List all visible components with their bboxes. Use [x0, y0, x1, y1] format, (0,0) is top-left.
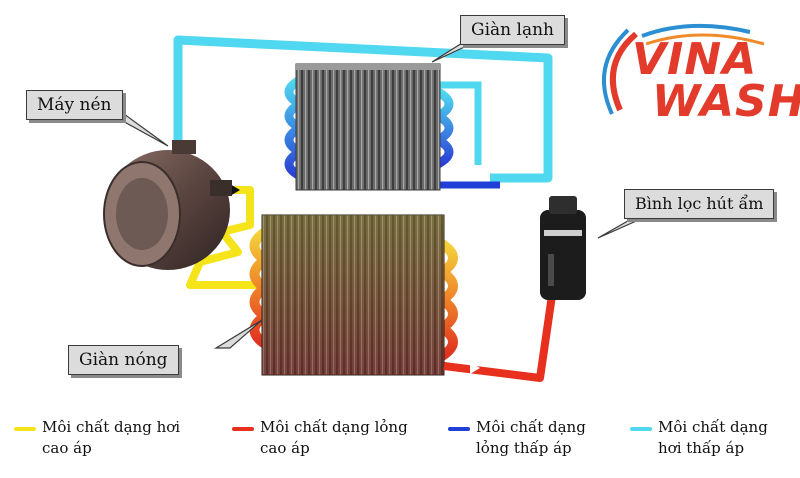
- legend-line2: cao áp: [260, 439, 310, 457]
- evaporator-coils: [284, 76, 454, 180]
- legend-text: Môi chất dạng hơi thấp áp: [658, 417, 800, 459]
- discharge-line: [186, 186, 258, 289]
- legend-swatch: [232, 427, 254, 431]
- callout-pointer-condenser: [213, 319, 263, 349]
- logo-word-vina: VINA: [632, 34, 758, 85]
- compressor-label: Máy nén: [26, 90, 123, 120]
- legend-line2: lỏng thấp áp: [476, 439, 572, 457]
- liquid-arrow-icon: [470, 362, 480, 374]
- legend-text: Môi chất dạng hơi cao áp: [42, 417, 192, 459]
- legend-item-lp-vapor: Môi chất dạng hơi thấp áp: [630, 417, 800, 459]
- discharge-arrow-icon: [230, 184, 240, 196]
- filter-drier: [540, 196, 586, 300]
- legend-item-hp-vapor: Môi chất dạng hơi cao áp: [14, 417, 192, 459]
- legend-text: Môi chất dạng lỏng thấp áp: [476, 417, 626, 459]
- evaporator-inlet-return: [440, 81, 482, 165]
- legend-swatch: [448, 427, 470, 431]
- evaporator-label: Giàn lạnh: [460, 15, 565, 45]
- legend-line1: Môi chất dạng: [476, 418, 586, 436]
- compressor: [103, 140, 232, 270]
- vinawash-logo: VINA WASH: [580, 14, 800, 124]
- evaporator-fins: [295, 63, 441, 191]
- suction-line: [173, 35, 553, 183]
- logo-word-wash: WASH: [652, 76, 800, 127]
- legend-swatch: [630, 427, 652, 431]
- condenser-coils: [249, 227, 458, 361]
- legend-item-lp-liquid: Môi chất dạng lỏng thấp áp: [448, 417, 626, 459]
- legend-line2: hơi thấp áp: [658, 439, 745, 457]
- legend-line1: Môi chất dạng hơi: [42, 418, 181, 436]
- filter-drier-label: Bình lọc hút ẩm: [624, 189, 775, 219]
- legend-line1: Môi chất dạng lỏng: [260, 418, 408, 436]
- legend-item-hp-liquid: Môi chất dạng lỏng cao áp: [232, 417, 410, 459]
- legend-text: Môi chất dạng lỏng cao áp: [260, 417, 410, 459]
- legend-line1: Môi chất dạng: [658, 418, 768, 436]
- condenser-label: Giàn nóng: [68, 345, 179, 375]
- legend-line2: cao áp: [42, 439, 92, 457]
- legend-swatch: [14, 427, 36, 431]
